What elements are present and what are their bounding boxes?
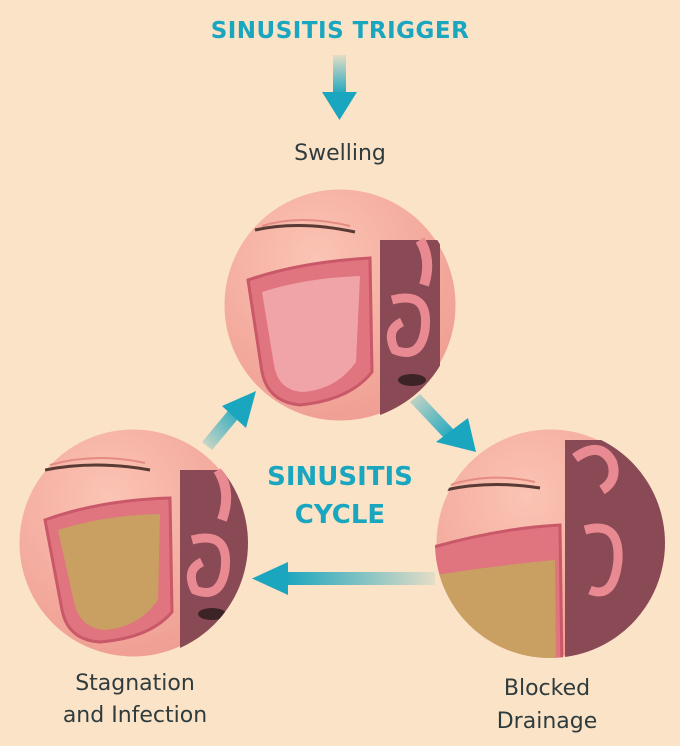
trigger-label: SINUSITIS TRIGGER (190, 18, 490, 44)
stage-label-swelling: Swelling (240, 141, 440, 166)
stage-label-blocked-line1: Blocked (457, 676, 637, 701)
trigger-arrow (322, 55, 357, 120)
stagnation-illustration (18, 428, 250, 660)
stage-label-blocked-line2: Drainage (457, 709, 637, 734)
swelling-illustration (223, 188, 457, 422)
stage-label-stagnation-line2: and Infection (40, 703, 230, 728)
arrow-blocked-to-stagnation (252, 562, 435, 595)
blocked-drainage-illustration (430, 428, 670, 670)
cycle-title-line1: SINUSITIS (240, 462, 440, 492)
cycle-title-line2: CYCLE (240, 500, 440, 530)
arrow-stagnation-to-swelling (202, 391, 256, 450)
arrow-swelling-to-blocked (410, 394, 476, 452)
stage-label-stagnation-line1: Stagnation (40, 671, 230, 696)
